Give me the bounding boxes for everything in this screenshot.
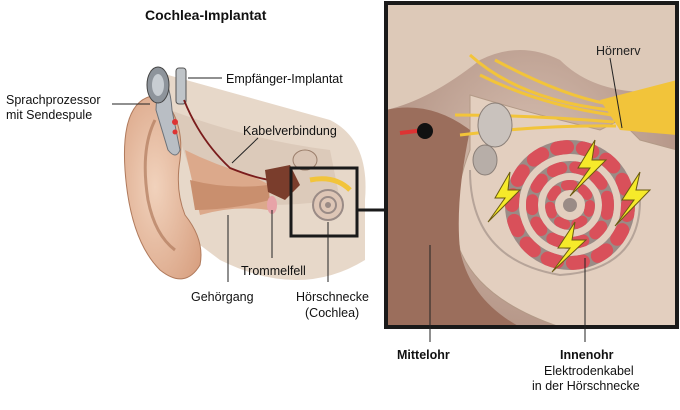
label-sendespule: mit Sendespule xyxy=(6,108,93,122)
label-kabelverbindung: Kabelverbindung xyxy=(243,124,337,138)
ear-canal xyxy=(190,180,270,210)
cable-connection xyxy=(183,99,290,181)
label-gehoergang: Gehörgang xyxy=(191,290,254,304)
detail-box xyxy=(289,166,359,238)
label-innenohr: Innenohr xyxy=(560,348,614,362)
label-sprachprozessor: Sprachprozessor xyxy=(6,93,101,107)
diagram-title: Cochlea-Implantat xyxy=(145,7,267,23)
eardrum xyxy=(267,196,277,214)
label-empfaenger-implantat: Empfänger-Implantat xyxy=(226,72,343,86)
label-hoernerv: Hörnerv xyxy=(596,44,641,58)
label-in-der-hoerschnecke: in der Hörschnecke xyxy=(532,379,640,393)
label-mittelohr: Mittelohr xyxy=(397,348,450,362)
magnified-panel xyxy=(384,1,679,329)
label-elektrodenkabel: Elektrodenkabel xyxy=(544,364,634,378)
label-trommelfell: Trommelfell xyxy=(241,264,306,278)
receiver-implant xyxy=(175,67,187,105)
label-hoerschnecke: Hörschnecke xyxy=(296,290,369,304)
transmitter-coil xyxy=(146,66,170,104)
label-cochlea: (Cochlea) xyxy=(305,306,360,320)
leader-lines xyxy=(112,57,623,342)
